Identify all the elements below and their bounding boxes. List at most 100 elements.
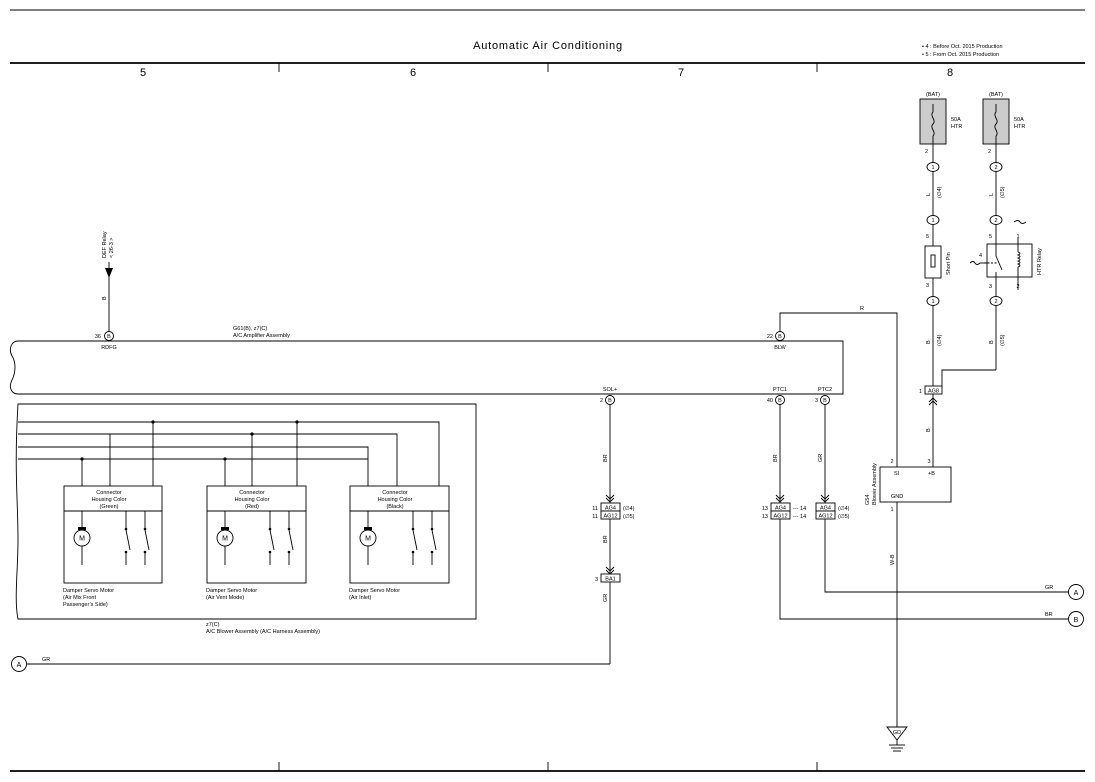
connector-label: AG4 xyxy=(820,506,831,512)
variant-mark: (∅4) xyxy=(936,334,943,346)
wire-color: R xyxy=(860,306,864,312)
def-relay-input: DEF Relay < 26-3 > B xyxy=(102,231,115,331)
pin-sol: SOL+ 2 B xyxy=(600,387,617,405)
amplifier-name: A/C Amplifier Assembly xyxy=(233,333,290,339)
pin-mark: B xyxy=(608,398,612,404)
column-number: 8 xyxy=(947,67,953,79)
connector-ba1 xyxy=(600,573,621,583)
pin-number: 3 xyxy=(926,283,929,289)
pin-number: 40 xyxy=(767,398,773,404)
housing-label: Connector xyxy=(382,490,408,496)
plus-b-terminal: +B xyxy=(928,471,935,477)
housing-label: Housing Color xyxy=(235,497,270,503)
connector-pin-label: 2 xyxy=(994,165,997,171)
header: Automatic Air Conditioning • 4 : Before … xyxy=(10,9,1085,772)
blower-harness-connector: z7(C) xyxy=(206,622,220,628)
motor-symbol: M xyxy=(222,536,228,543)
pin-number: 36 xyxy=(95,334,101,340)
connector-pin-label: 2 xyxy=(994,299,997,305)
fuse-name: HTR xyxy=(951,124,962,130)
pin-number: 11 xyxy=(592,506,598,512)
wire-color: GR xyxy=(818,454,824,462)
variant-mark: (∅5) xyxy=(999,334,1006,346)
pin-number: 3 xyxy=(927,459,930,465)
connector-pin xyxy=(989,215,1003,225)
connector-pin-label: 1 xyxy=(931,165,934,171)
ptc1-wire: BR 13 AG4 13 AG12 --- 14 --- 14 BR xyxy=(762,404,1068,620)
ground-gd: GD xyxy=(886,726,908,752)
connector-pin xyxy=(989,296,1003,306)
connector-pin xyxy=(926,215,940,225)
pin-number: 5 xyxy=(989,234,992,240)
blower-assembly: G54 Blower Assembly 2 3 SI +B GND 1 xyxy=(865,459,952,513)
pin-number: 1 xyxy=(1016,234,1019,240)
production-note-4: • 4 : Before Oct. 2015 Production xyxy=(922,44,1003,50)
pin-number: 1 xyxy=(890,507,893,513)
short-pin-label: Short Pin xyxy=(946,252,952,275)
pin-number: 5 xyxy=(926,234,929,240)
pin-number: 3 xyxy=(989,284,992,290)
connector-label: AG12 xyxy=(818,514,832,520)
pin-number: 11 xyxy=(592,514,598,520)
wire-color: B xyxy=(926,428,932,432)
junction-a-left: A GR xyxy=(11,656,610,672)
housing-label: Housing Color xyxy=(92,497,127,503)
pin-mark: B xyxy=(778,334,782,340)
damper-servo-motor-air-vent: Connector Housing Color (Red) M Damper S… xyxy=(206,485,307,601)
wire-color: L xyxy=(989,193,995,196)
variant-mark: (∅5) xyxy=(838,513,850,520)
ac-blower-assembly: z7(C) A/C Blower Assembly (A/C Harness A… xyxy=(15,403,477,635)
servo-name: (Air Mix Front xyxy=(63,595,96,601)
wire-color: B xyxy=(102,296,108,300)
fuse-rating: 50A xyxy=(951,117,961,123)
wire-color: B xyxy=(989,340,995,344)
connector-ag12 xyxy=(770,510,791,520)
junction-b-right: B xyxy=(1068,611,1084,627)
connector-label: AG4 xyxy=(775,506,786,512)
pin-label: SOL+ xyxy=(603,387,617,393)
wire-color: GR xyxy=(603,594,609,602)
wire-color: B xyxy=(926,340,932,344)
connector-ag12 xyxy=(600,510,621,520)
fuse-name: HTR xyxy=(1014,124,1025,130)
pin-label: RDFG xyxy=(101,345,117,351)
fuse-htr-1: (BAT) 50A HTR xyxy=(919,92,962,145)
connector-ag12 xyxy=(815,510,836,520)
wire-color: BR xyxy=(603,454,609,462)
housing-label: (Red) xyxy=(245,504,259,510)
blower-harness-name: A/C Blower Assembly (A/C Harness Assembl… xyxy=(206,629,320,635)
pin-ptc1: PTC1 40 B xyxy=(767,387,787,405)
htr-relay-label: HTR Relay xyxy=(1037,248,1043,275)
junction-label: B xyxy=(1074,617,1079,624)
blower-code: G54 xyxy=(865,495,871,505)
pin-number: 2 xyxy=(925,149,928,155)
gnd-terminal: GND xyxy=(891,494,903,500)
junction-label: A xyxy=(17,662,22,669)
diagram-title: Automatic Air Conditioning xyxy=(473,40,623,52)
fuse-supply-label: (BAT) xyxy=(926,92,940,98)
ground-label: GD xyxy=(893,730,901,736)
connector-pin-label: 1 xyxy=(931,218,934,224)
servo-name: Passenger’s Side) xyxy=(63,602,108,608)
housing-label: (Green) xyxy=(100,504,119,510)
ptc2-wire: GR AG4 (∅4) AG12 (∅5) GR xyxy=(815,404,1068,593)
connector-label: AG12 xyxy=(603,514,617,520)
wire-color: W-B xyxy=(890,554,896,565)
motor-symbol: M xyxy=(79,536,85,543)
pin-mark: B xyxy=(107,334,111,340)
connector-pin-label: 2 xyxy=(994,218,997,224)
variant-mark: (∅5) xyxy=(999,186,1006,198)
housing-label: (Black) xyxy=(386,504,403,510)
housing-label: Housing Color xyxy=(378,497,413,503)
pin-label: PTC1 xyxy=(773,387,787,393)
si-terminal: SI xyxy=(894,471,900,477)
pin-number: 2 xyxy=(890,459,893,465)
wire-color: L xyxy=(926,193,932,196)
servo-name: Damper Servo Motor xyxy=(349,588,400,594)
column-number: 6 xyxy=(410,67,416,79)
damper-servo-motor-air-inlet: Connector Housing Color (Black) M Damper… xyxy=(349,485,450,601)
ac-amplifier-assembly: G61(B), z7(C) A/C Amplifier Assembly xyxy=(9,326,844,395)
junction-label: A xyxy=(1074,590,1079,597)
blower-name: Blower Assembly xyxy=(872,463,878,505)
